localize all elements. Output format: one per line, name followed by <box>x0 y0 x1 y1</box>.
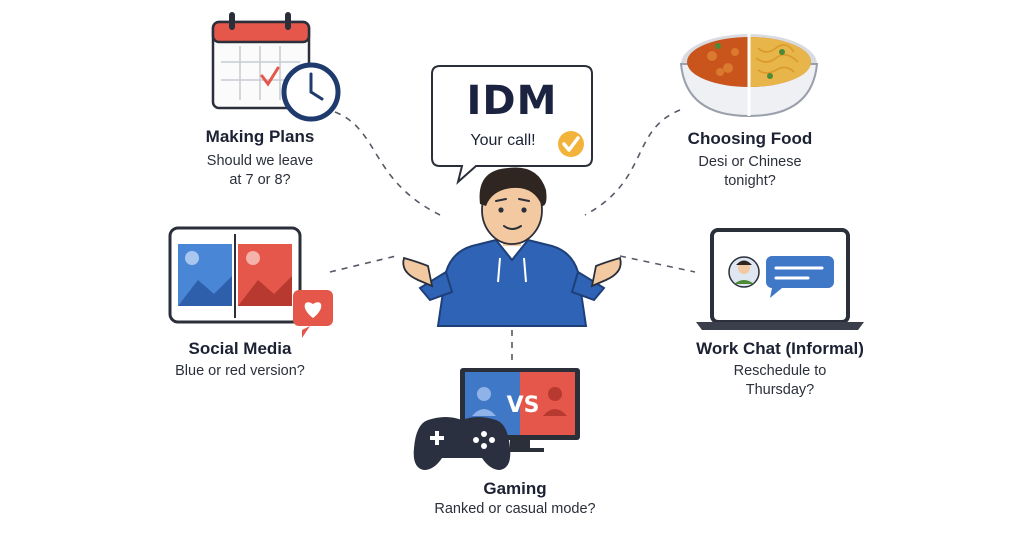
chat-bubble-icon <box>766 256 834 298</box>
social-media-line1: Blue or red version? <box>175 363 305 379</box>
gaming-title: Gaming <box>483 479 547 498</box>
gamepad-icon <box>413 417 511 470</box>
gaming-line1: Ranked or casual mode? <box>434 501 596 517</box>
connector-work <box>619 255 696 273</box>
connector-plans <box>334 111 441 216</box>
speech-bubble <box>431 65 593 185</box>
connector-food <box>584 109 681 216</box>
clock-icon <box>281 62 341 122</box>
hoodie <box>436 238 588 327</box>
making-plans-title: Making Plans <box>205 127 315 146</box>
choosing-food-line2: tonight? <box>724 173 776 189</box>
photo-icon <box>168 226 302 324</box>
making-plans-line1: Should we leave <box>206 153 314 169</box>
social-media-title: Social Media <box>188 339 292 358</box>
making-plans-line2: at 7 or 8? <box>229 172 291 188</box>
connectors <box>329 109 696 365</box>
person-illustration <box>402 167 622 327</box>
work-chat-line1: Reschedule to <box>733 363 827 379</box>
food-bowl-icon <box>679 32 819 118</box>
vs-label: VS <box>506 393 540 418</box>
work-chat-title: Work Chat (Informal) <box>696 339 864 358</box>
connector-social <box>329 254 401 273</box>
bubble-title: IDM <box>466 78 558 124</box>
bubble-subtitle: Your call! <box>470 132 536 149</box>
check-icon <box>558 131 584 157</box>
heart-icon <box>293 290 333 338</box>
choosing-food-line1: Desi or Chinese <box>698 154 802 170</box>
choosing-food-title: Choosing Food <box>687 129 813 148</box>
work-chat-line2: Thursday? <box>745 382 815 398</box>
